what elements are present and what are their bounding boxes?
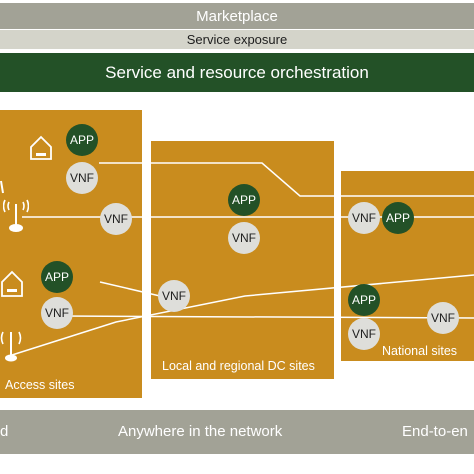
vnf-node-local-upper: VNF [228, 222, 260, 254]
vnf-node-national-upper: VNF [348, 202, 380, 234]
radio-tower-icon [0, 331, 22, 362]
access-sites-label: Access sites [5, 378, 75, 392]
local-regional-dc-label: Local and regional DC sites [162, 359, 315, 373]
service-exposure-layer: Service exposure [0, 30, 474, 49]
app-node-access-upper: APP [66, 124, 98, 156]
link-access-lower [11, 274, 474, 356]
marketplace-label: Marketplace [196, 7, 278, 25]
access-sites-region: Access sites [0, 110, 142, 398]
link-national-lower [59, 315, 474, 319]
app-node-national-upper: APP [382, 202, 414, 234]
building-icon [30, 135, 52, 160]
scope-center-label: Anywhere in the network [118, 423, 283, 440]
national-sites-label: National sites [382, 344, 458, 358]
local-regional-dc-region: Local and regional DC sites [151, 141, 334, 379]
service-exposure-label: Service exposure [186, 32, 288, 47]
scope-left-label: d [0, 423, 9, 440]
orchestration-label: Service and resource orchestration [105, 62, 369, 82]
app-node-national-lower: APP [348, 284, 380, 316]
marketplace-layer: Marketplace [0, 3, 474, 29]
link-app-middle [99, 281, 161, 297]
app-node-local: APP [228, 184, 260, 216]
radio-tower-icon [3, 199, 29, 232]
deployment-scope-band: d Anywhere in the network End-to-en [0, 410, 474, 454]
vnf-node-local-lower: VNF [158, 280, 190, 312]
radio-antenna-icon [0, 180, 4, 194]
vnf-node-access-lower: VNF [41, 297, 73, 329]
vnf-node-access-middle: VNF [100, 203, 132, 235]
app-node-access-lower: APP [41, 261, 73, 293]
orchestration-layer: Service and resource orchestration [0, 53, 474, 92]
building-icon [1, 270, 23, 297]
vnf-node-national-lower: VNF [348, 318, 380, 350]
vnf-node-access-upper: VNF [66, 162, 98, 194]
vnf-node-national-right: VNF [427, 302, 459, 334]
link-access-upper [99, 162, 474, 197]
scope-right-label: End-to-en [402, 423, 468, 440]
